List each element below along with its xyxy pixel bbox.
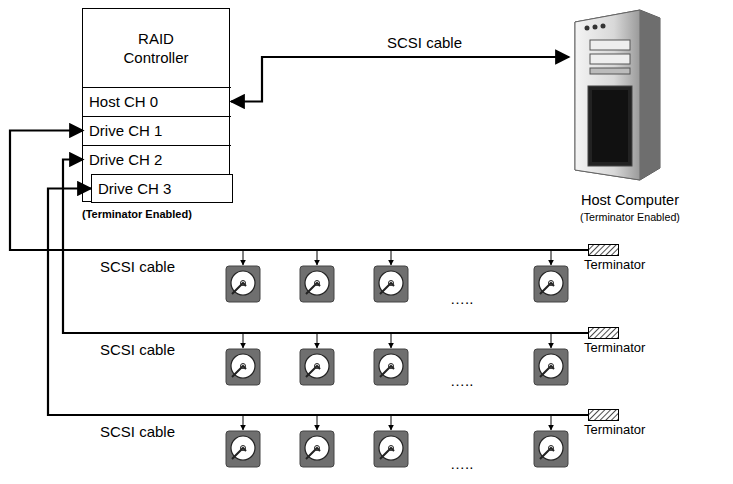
disk-drive-icon [534,250,568,302]
node-label: Host CH 0 [89,93,158,110]
terminator: Terminator [588,327,678,359]
scsi-cable [63,160,588,334]
host-computer: Host Computer (Terminator Enabled) [555,8,705,230]
scsi-cable [231,57,569,102]
disk-drive-icon [300,415,334,467]
disk-drive-icon [226,250,260,302]
disk-drive-icon [300,333,334,385]
channel-cell: Drive CH 2 [83,145,231,174]
disk-drive-icon [374,415,408,467]
node-label: Terminator [584,422,645,437]
cable-label: SCSI cable [98,341,177,358]
terminator-block [588,409,620,422]
cable-label: SCSI cable [98,258,177,275]
node-label: Host Computer [555,192,705,208]
disk-drive-icon [226,333,260,385]
node-label: Terminator [584,257,645,272]
ellipsis: ….. [448,290,475,307]
node-label: Drive CH 3 [98,180,171,197]
cable-label: SCSI cable [385,34,464,51]
disk-drive-icon [534,415,568,467]
channel-cell: Drive CH 1 [83,116,231,145]
disk-drive-icon [374,333,408,385]
terminator: Terminator [588,244,678,276]
disk-drive-icon [534,333,568,385]
scsi-cable [48,189,588,416]
node-label: Terminator [584,340,645,355]
disk-drive-icon [226,415,260,467]
scsi-cable [10,131,588,251]
disk-drive-icon [374,250,408,302]
host-computer-illustration [575,10,660,180]
node-label: Drive CH 2 [89,151,162,168]
cable-label: SCSI cable [98,423,177,440]
ellipsis: ….. [448,455,475,472]
terminator: Terminator [588,409,678,441]
ellipsis: ….. [448,372,475,389]
terminator-block [588,244,620,257]
channel-cell: Drive CH 3 [91,174,233,203]
disk-drive-icon [300,250,334,302]
terminator-note: (Terminator Enabled) [555,211,705,223]
terminator-block [588,327,620,340]
node-label: RAID Controller [111,29,201,67]
terminator-note: (Terminator Enabled) [80,208,194,220]
channel-cell: Host CH 0 [83,87,231,116]
node-label: Drive CH 1 [89,122,162,139]
raid-controller: RAID ControllerHost CH 0 Drive CH 1 Drive … [82,8,230,202]
